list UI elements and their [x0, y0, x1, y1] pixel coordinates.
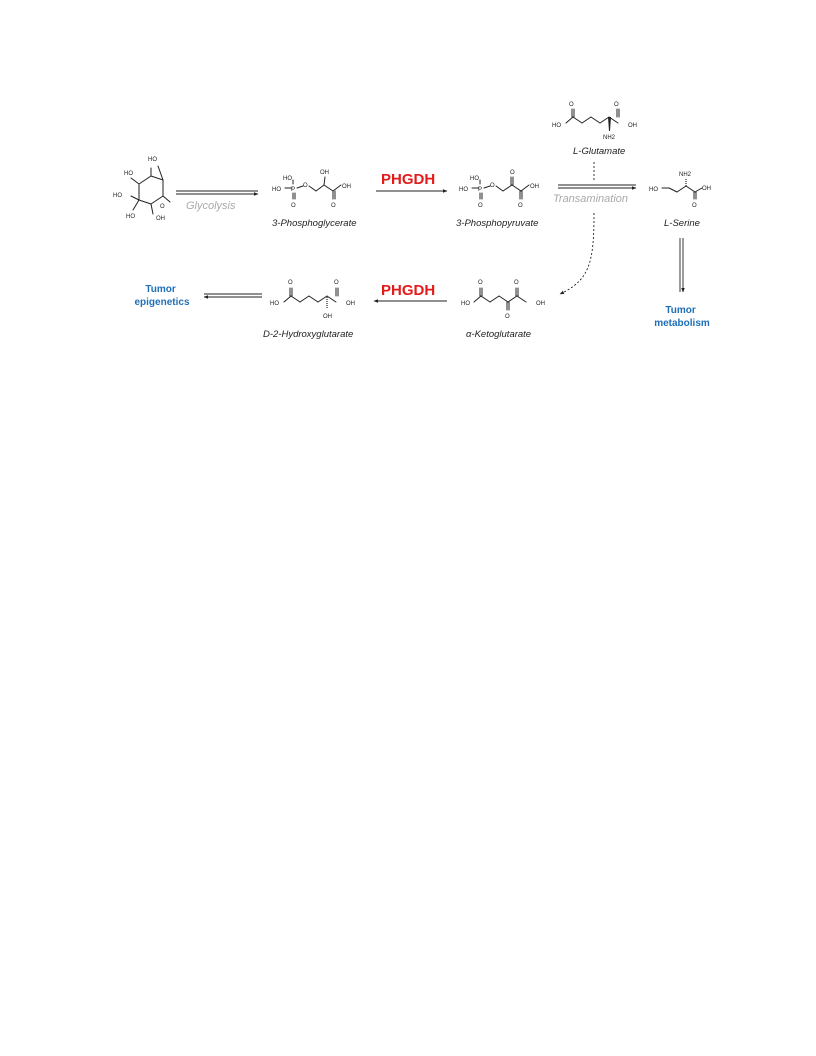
- glutamate-structure: O O HO OH NH2: [552, 102, 637, 141]
- serine-atom-ho: HO: [649, 187, 658, 193]
- phosphoglycerate-atom-oh-right: OH: [342, 184, 351, 190]
- phosphoglycerate-atom-ho-top: HO: [283, 176, 292, 182]
- phosphopyruvate-atom-o-carbonyl: O: [518, 203, 523, 209]
- tumor-epigenetics-line2: epigenetics: [134, 297, 189, 308]
- glucose-atom-ho-mid: HO: [113, 193, 122, 199]
- hydroxyglutarate-structure: O O HO OH OH: [270, 280, 355, 320]
- serine-label: L-Serine: [664, 218, 700, 229]
- glucose-structure: HO HO HO HO OH O: [113, 157, 171, 222]
- phosphoglycerate-structure: HO HO P O O OH OH O: [272, 170, 351, 209]
- phosphopyruvate-atom-o-keto: O: [510, 170, 515, 176]
- hydroxyglutarate-atom-ho: HO: [270, 301, 279, 307]
- phosphopyruvate-label: 3-Phosphopyruvate: [456, 218, 538, 229]
- tumor-epigenetics-line1: Tumor: [145, 284, 175, 295]
- hydroxyglutarate-atom-oh-right: OH: [346, 301, 355, 307]
- phosphopyruvate-atom-o-bottom: O: [478, 203, 483, 209]
- glutamate-atom-o-right: O: [614, 102, 619, 108]
- phosphopyruvate-atom-o-ester: O: [490, 183, 495, 189]
- serine-atom-o: O: [692, 203, 697, 209]
- serine-atom-oh: OH: [702, 186, 711, 192]
- ketoglutarate-label: α-Ketoglutarate: [466, 329, 531, 340]
- glucose-atom-ho-top: HO: [148, 157, 157, 163]
- glycolysis-arrow: [176, 190, 259, 196]
- serine-structure: NH2 HO OH O: [649, 172, 711, 209]
- hydroxyglutarate-to-epigenetics-arrow: [203, 293, 262, 299]
- phosphoglycerate-atom-o-carbonyl: O: [331, 203, 336, 209]
- ketoglutarate-atom-o-keto: O: [505, 314, 510, 320]
- glutamate-atom-nh2: NH2: [603, 135, 616, 141]
- glucose-atom-o-ring: O: [160, 204, 165, 210]
- ketoglutarate-atom-o-right: O: [514, 280, 519, 286]
- glucose-atom-ho-bottom: HO: [126, 214, 135, 220]
- tumor-metabolism-line2: metabolism: [654, 318, 710, 329]
- tumor-metabolism-label: Tumor metabolism: [654, 305, 710, 329]
- glucose-atom-ho-left: HO: [124, 171, 133, 177]
- tumor-epigenetics-label: Tumor epigenetics: [134, 284, 189, 308]
- phosphopyruvate-structure: HO HO P O O O OH O: [459, 170, 539, 209]
- ketoglutarate-atom-oh: OH: [536, 301, 545, 307]
- glutamate-atom-ho: HO: [552, 123, 561, 129]
- transamination-arrow: [558, 184, 637, 190]
- hydroxyglutarate-label: D-2-Hydroxyglutarate: [263, 329, 353, 340]
- glutamate-label: L-Glutamate: [573, 146, 625, 157]
- serine-to-metabolism-arrow: [679, 238, 685, 293]
- ketoglutarate-atom-ho: HO: [461, 301, 470, 307]
- phosphopyruvate-atom-oh: OH: [530, 184, 539, 190]
- hydroxyglutarate-atom-oh-alpha: OH: [323, 314, 332, 320]
- ketoglutarate-structure: O O HO OH O: [461, 280, 545, 320]
- phgdh-enzyme-top: PHGDH: [381, 171, 435, 188]
- glucose-atom-oh: OH: [156, 216, 165, 222]
- glycolysis-label: Glycolysis: [186, 200, 236, 212]
- phosphoglycerate-atom-oh-top: OH: [320, 170, 329, 176]
- phgdh-enzyme-bottom: PHGDH: [381, 282, 435, 299]
- phosphopyruvate-atom-p: P: [478, 187, 482, 193]
- glutamate-atom-o-left: O: [569, 102, 574, 108]
- ketoglutarate-dashed-arrow: [559, 212, 595, 295]
- phosphopyruvate-atom-ho-left: HO: [459, 187, 468, 193]
- phosphoglycerate-atom-o-bottom: O: [291, 203, 296, 209]
- serine-atom-nh2: NH2: [679, 172, 692, 178]
- phosphoglycerate-label: 3-Phosphoglycerate: [272, 218, 357, 229]
- phosphoglycerate-atom-ho-left: HO: [272, 187, 281, 193]
- ketoglutarate-atom-o-left: O: [478, 280, 483, 286]
- hydroxyglutarate-atom-o-left: O: [288, 280, 293, 286]
- transamination-label: Transamination: [553, 193, 628, 205]
- phosphoglycerate-atom-p: P: [291, 187, 295, 193]
- phosphopyruvate-atom-ho-top: HO: [470, 176, 479, 182]
- glutamate-atom-oh: OH: [628, 123, 637, 129]
- hydroxyglutarate-atom-o-right: O: [334, 280, 339, 286]
- tumor-metabolism-line1: Tumor: [665, 305, 695, 316]
- phosphoglycerate-atom-o-ester: O: [303, 183, 308, 189]
